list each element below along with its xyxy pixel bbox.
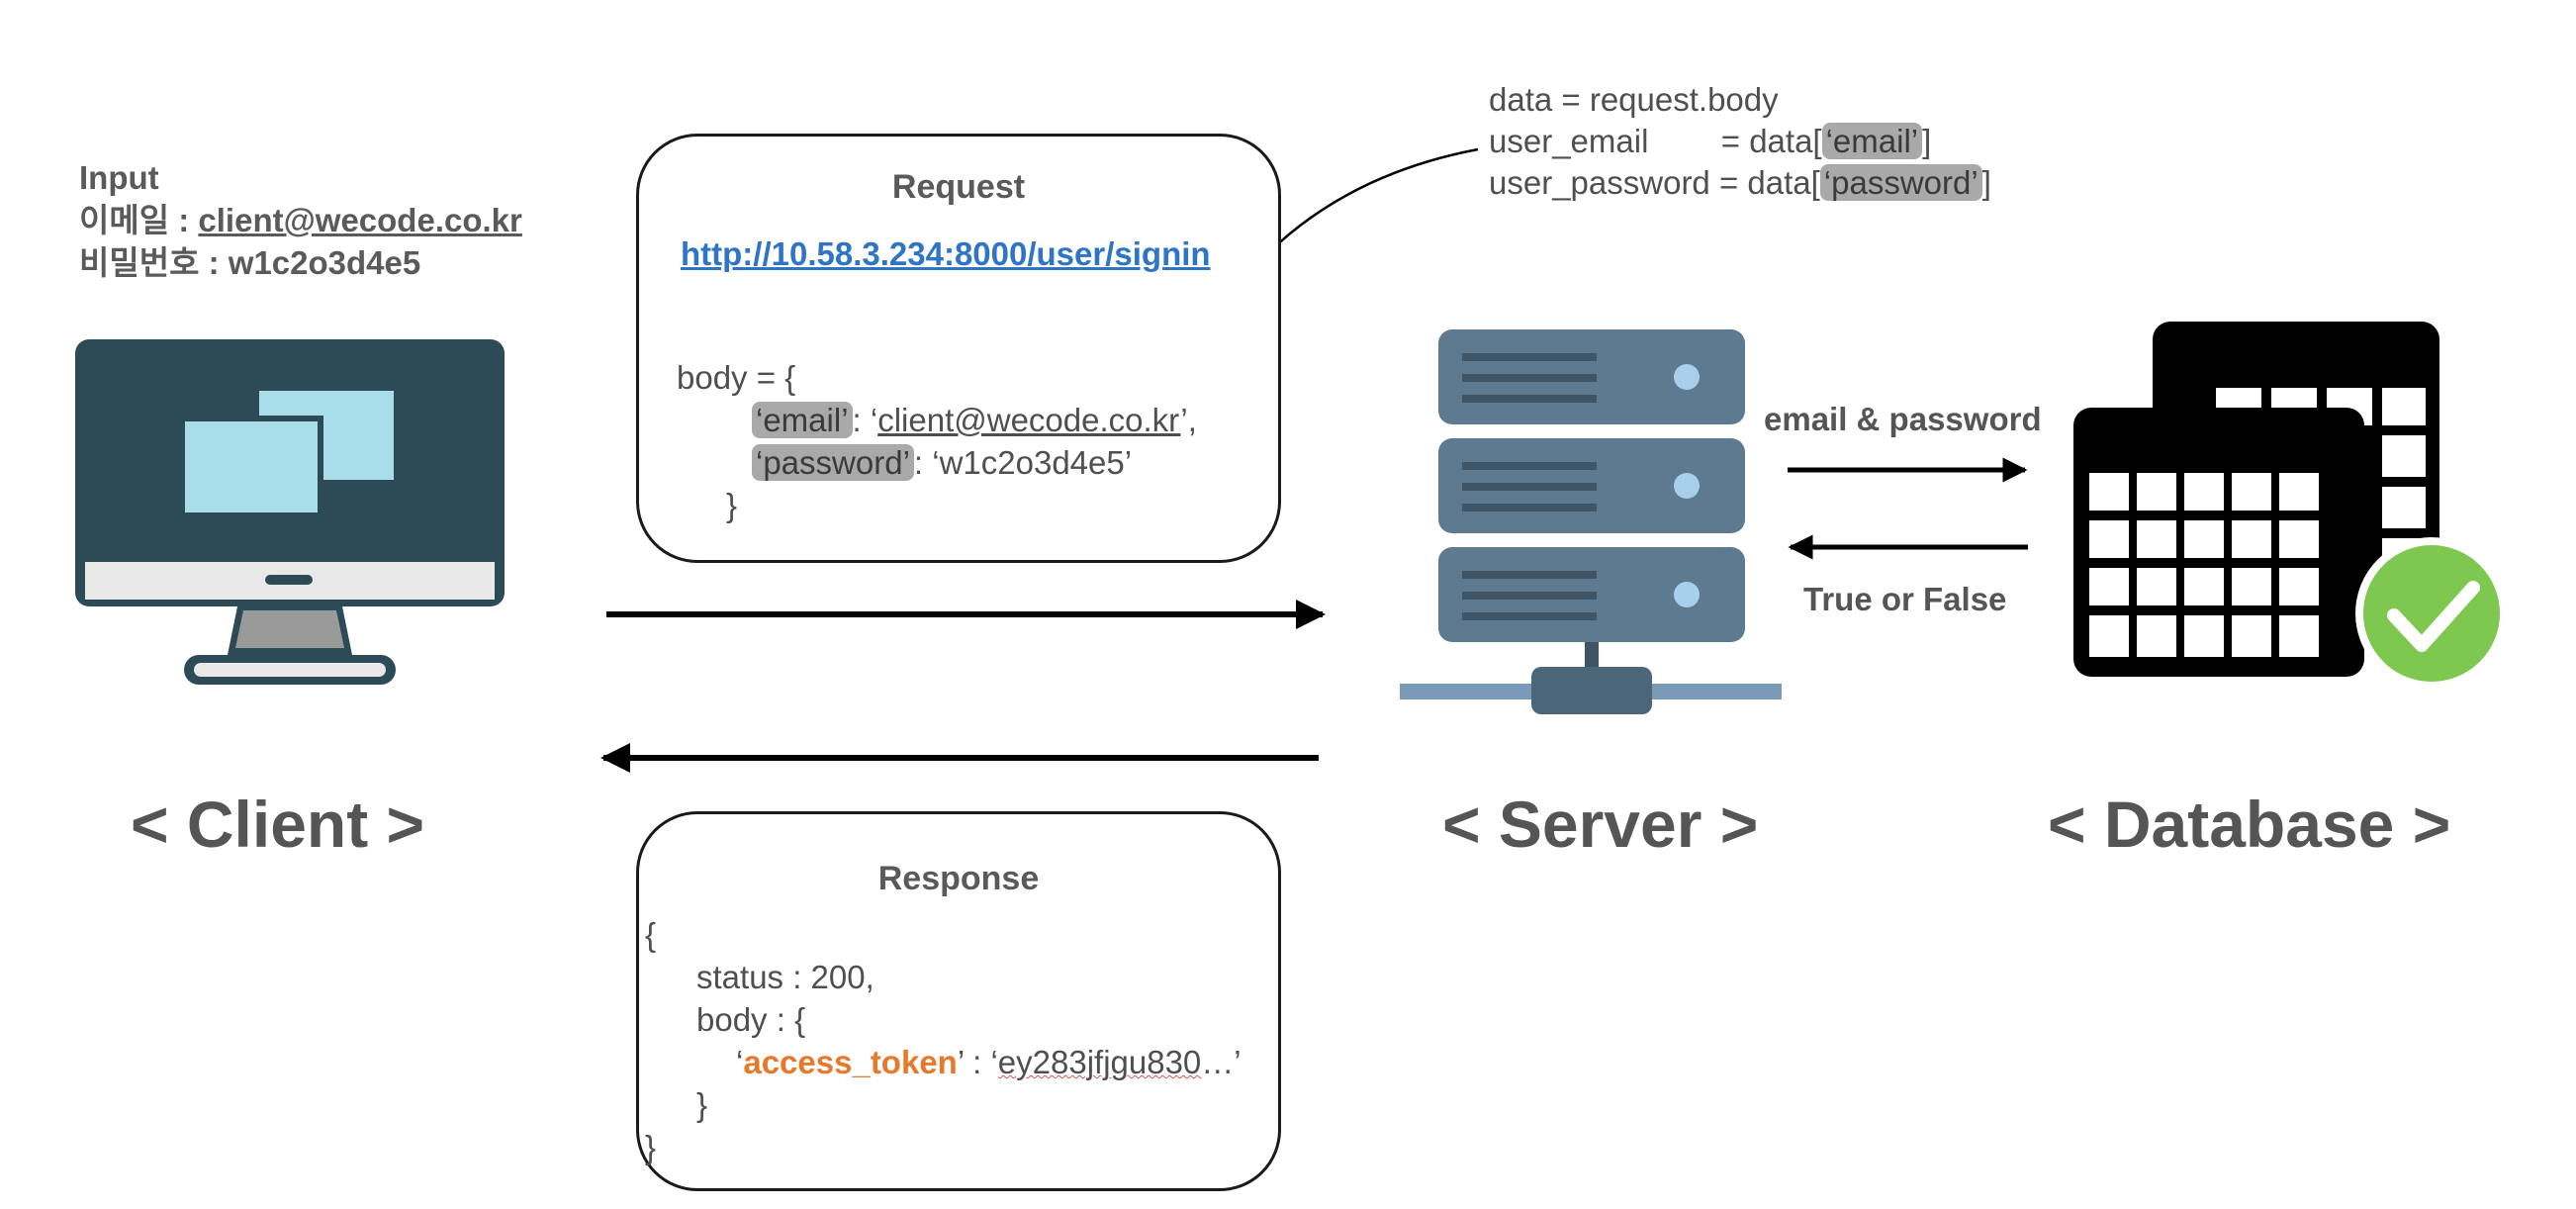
response-token-line: ‘access_token’ : ‘ey283jfjgu830…’	[736, 1044, 1242, 1080]
body-password-line: ‘password’: ‘w1c2o3d4e5’	[677, 441, 1197, 484]
code-line-2: user_email = data[‘email’]	[1489, 123, 1932, 159]
access-token-key: access_token	[743, 1044, 958, 1080]
client-input-block: Input 이메일 : client@wecode.co.kr 비밀번호 : w…	[79, 156, 522, 284]
from-database-label: True or False	[1803, 581, 2007, 617]
code-line-1: data = request.body	[1489, 81, 1779, 118]
input-title: Input	[79, 159, 159, 196]
email-key-highlight: ‘email’	[1821, 123, 1923, 159]
password-line: 비밀번호 : w1c2o3d4e5	[79, 241, 522, 284]
email-line: 이메일 : client@wecode.co.kr	[79, 199, 522, 241]
response-status: status : 200,	[696, 959, 874, 995]
response-box: Response { status : 200, body : { ‘acces…	[636, 811, 1281, 1191]
password-key-highlight: ‘password’	[1819, 164, 1982, 201]
client-caption: < Client >	[131, 788, 425, 861]
table-icon	[2073, 322, 2439, 677]
request-title: Request	[891, 168, 1026, 206]
to-database-label: email & password	[1764, 401, 2042, 437]
password-value: w1c2o3d4e5	[228, 244, 421, 281]
email-label: 이메일 :	[79, 202, 199, 238]
code-line-3: user_password = data[‘password’]	[1489, 164, 1991, 201]
checkmark-icon	[2355, 537, 2508, 690]
password-label: 비밀번호 :	[79, 244, 229, 281]
server-caption: < Server >	[1442, 788, 1759, 861]
response-body: { status : 200, body : { ‘access_token’ …	[645, 916, 1242, 1165]
monitor-icon	[75, 339, 505, 685]
response-title: Response	[877, 860, 1040, 897]
server-code-snippet: data = request.body user_email = data[‘em…	[1489, 79, 1991, 204]
database-caption: < Database >	[2048, 788, 2451, 861]
request-box: Request http://10.58.3.234:8000/user/sig…	[636, 134, 1281, 563]
body-open: body = {	[677, 359, 796, 396]
body-close: }	[726, 487, 738, 523]
body-email-line: ‘email’: ‘client@wecode.co.kr’,	[677, 399, 1197, 441]
request-body: body = { ‘email’: ‘client@wecode.co.kr’,…	[677, 356, 1197, 526]
access-token-value: ey283jfjgu830	[997, 1044, 1202, 1080]
server-rack-icon	[1400, 329, 1782, 714]
email-value: client@wecode.co.kr	[198, 202, 522, 238]
request-url-link[interactable]: http://10.58.3.234:8000/user/signin	[681, 235, 1211, 272]
